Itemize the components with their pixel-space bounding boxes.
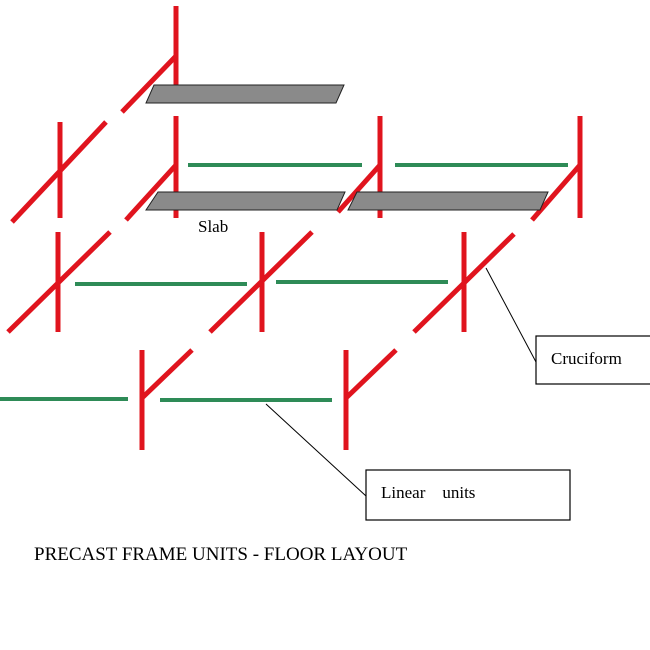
cruciform-unit <box>6 230 112 334</box>
linear-units-callout: Linear units <box>265 403 571 521</box>
slab-unit <box>347 191 549 211</box>
slab-label: Slab <box>198 217 228 236</box>
slab-unit <box>145 84 345 104</box>
cruciform-unit <box>208 230 314 334</box>
linear-units-label: Linear units <box>381 483 475 502</box>
cruciform-label: Cruciform <box>551 349 622 368</box>
cruciform-unit <box>120 6 179 114</box>
cruciform-unit <box>530 116 583 222</box>
cruciform-unit <box>10 120 108 224</box>
cruciform-unit <box>139 348 194 450</box>
diagram-title: PRECAST FRAME UNITS - FLOOR LAYOUT <box>34 544 408 565</box>
cruciform-callout: Cruciform <box>485 267 650 385</box>
cruciform-unit <box>412 232 516 334</box>
cruciform-unit <box>343 348 398 450</box>
slab-unit <box>145 191 346 211</box>
